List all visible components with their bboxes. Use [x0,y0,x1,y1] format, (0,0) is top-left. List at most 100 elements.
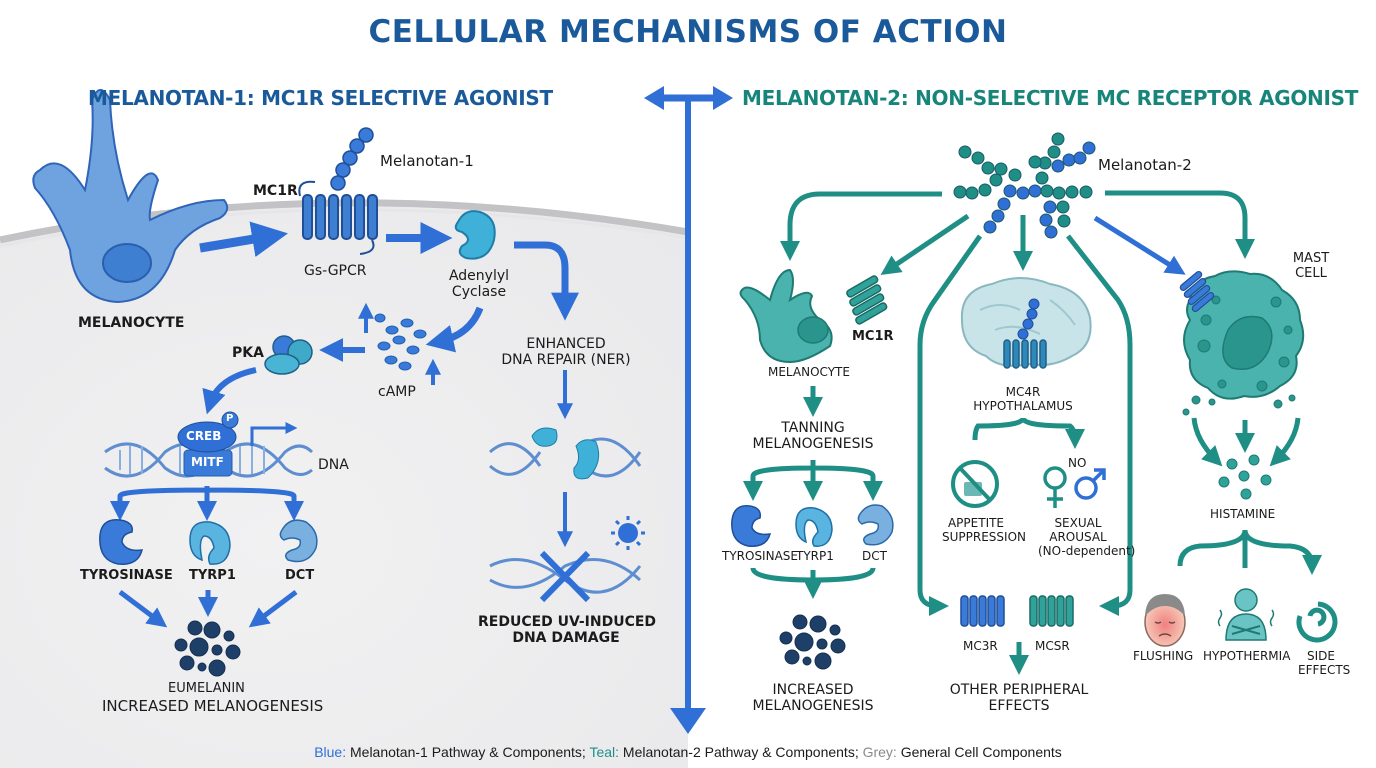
damage-line2: DNA DAMAGE [512,630,620,647]
appetite-suppression-icon [951,460,999,508]
branch-arrows-hypothalamus [972,417,1075,440]
legend-blue-key: Blue: [314,744,347,760]
arrow-mt2-to-mc5r [1066,234,1133,616]
arrow-mt2-to-mc3r [917,234,983,616]
melanotan-1-peptide-icon [330,127,374,191]
mt2-dct-label: DCT [862,549,887,563]
appetite-line2: SUPPRESSION [942,529,1026,544]
mt2-melanin-granules-icon [779,614,846,670]
mc1r-receptor-icon [298,180,378,255]
mast-line2: CELL [1295,265,1327,281]
mt2-result-label: INCREASED MELANOGENESIS [752,682,874,714]
mt1-result-label: INCREASED MELANOGENESIS [102,697,324,715]
mc1r-label: MC1R [253,183,298,199]
flushing-label: FLUSHING [1133,649,1194,663]
mt1-section-heading: MELANOTAN-1: MC1R SELECTIVE AGONIST [88,86,553,110]
color-legend: Blue: Melanotan-1 Pathway & Components; … [0,744,1376,760]
page-title: CELLULAR MECHANISMS OF ACTION [368,14,1008,50]
branch-arrows-enzymes [117,486,297,499]
mt2-tyrp1-icon [795,507,833,547]
damage-line1: REDUCED UV-INDUCED [478,614,657,630]
phosphate-badge [221,411,239,429]
sex-symbols-icon [1043,466,1106,508]
mast-cell-label: MAST CELL [1288,251,1334,282]
arrow-mt2-to-mast-receptor [1093,215,1186,275]
tyrosinase-icon [99,519,143,565]
legend-grey-text: General Cell Components [896,744,1062,760]
divider-arrow [644,86,733,734]
side-line2: EFFECTS [1298,662,1351,677]
histamine-granules-icon [1218,454,1272,500]
mt2-tyrp1-label: TYRP1 [796,549,834,563]
legend-grey-key: Grey: [862,744,897,760]
mast-line1: MAST [1292,251,1330,266]
protected-dna-icon [489,550,642,603]
arousal-line3: (NO-dependent) [1038,543,1136,558]
brain-hypothalamus-icon [960,277,1092,369]
appetite-line1: APPETITE [947,516,1005,530]
mt2-result-line1: INCREASED [772,682,854,698]
tyrp1-label: TYRP1 [189,568,236,583]
dct-icon [279,519,318,563]
arousal-label: SEXUAL AROUSAL (NO-dependent) [1038,516,1136,558]
merge-arrows-mt2-melanin [750,567,876,590]
mc5r-label: MCSR [1035,639,1070,653]
appetite-label: APPETITE SUPPRESSION [942,516,1026,545]
mc3r-label: MC3R [963,639,998,653]
reduced-damage-label: REDUCED UV-INDUCED DNA DAMAGE [478,614,657,647]
hypothermia-label: HYPOTHERMIA [1203,649,1291,663]
histamine-label: HISTAMINE [1210,507,1276,521]
arrow-mt2-to-mast-cell [1105,190,1255,259]
pka-icon [264,335,313,375]
dct-label: DCT [285,568,315,583]
mc3r-receptor-icon [960,595,1005,627]
side-effects-cycle-icon [1296,601,1338,643]
melanotan-2-label: Melanotan-2 [1098,156,1192,174]
melanocyte-label: MELANOCYTE [78,315,185,331]
arrow-tyrosinase-to-melanin [118,590,168,628]
arrow-granule-left [1191,417,1223,467]
legend-teal-text: Melanotan-2 Pathway & Components; [619,744,863,760]
tyrp1-icon [189,521,231,565]
arrow-dct-to-melanin [248,590,298,628]
gs-gpcr-label: Gs-GPCR [304,263,367,279]
camp-label: cAMP [378,384,416,400]
flushing-face-icon [1144,594,1186,647]
uv-sun-icon [611,516,645,550]
arrow-granule-right [1269,417,1301,467]
eumelanin-label: EUMELANIN [168,681,245,696]
side-line1: SIDE [1307,649,1335,663]
adenylyl-cyclase-icon [454,210,496,260]
arrow-mt2-to-melanocyte [780,191,942,261]
mc4r-label: MC4R HYPOTHALAMUS [966,385,1080,414]
dna-label: DNA [318,457,349,473]
adenylyl-line2: Cyclase [451,284,507,301]
melanotan-1-label: Melanotan-1 [380,152,474,170]
mc5r-receptor-icon [1029,595,1074,627]
transcription-start-arrow [250,422,298,446]
mt2-mc1r-label: MC1R [852,329,894,344]
mc4r-line2: HYPOTHALAMUS [973,398,1073,413]
peripheral-effects-label: OTHER PERIPHERAL EFFECTS [940,682,1098,714]
teal-melanocyte-icon [739,268,833,364]
phosphate-label: P [226,413,234,424]
arousal-line2: AROUSAL [1049,529,1107,544]
adenylyl-cyclase-label: Adenylyl Cyclase [444,268,514,300]
mast-cell-icon [1182,270,1305,416]
mt2-section-heading: MELANOTAN-2: NON-SELECTIVE MC RECEPTOR A… [742,86,1359,110]
repair-line1: ENHANCED [526,336,606,352]
tanning-line1: TANNING [781,420,845,436]
camp-molecules-icon [374,313,427,371]
arrow-mt2-to-mc1r [880,213,970,276]
mt2-dct-icon [857,504,894,546]
pka-label: PKA [232,345,264,361]
mitf-label: MITF [191,455,224,469]
mt2-tyrosinase-label: TYROSINASE [722,549,798,563]
dna-repair-icon [489,427,642,480]
creb-label: CREB [186,429,222,443]
mt2-melanocyte-label: MELANOCYTE [768,365,850,379]
dna-repair-label: ENHANCED DNA REPAIR (NER) [496,336,636,368]
peripheral-line1: OTHER PERIPHERAL [949,682,1089,698]
melanotan-2-peptide-icon [953,132,1096,239]
